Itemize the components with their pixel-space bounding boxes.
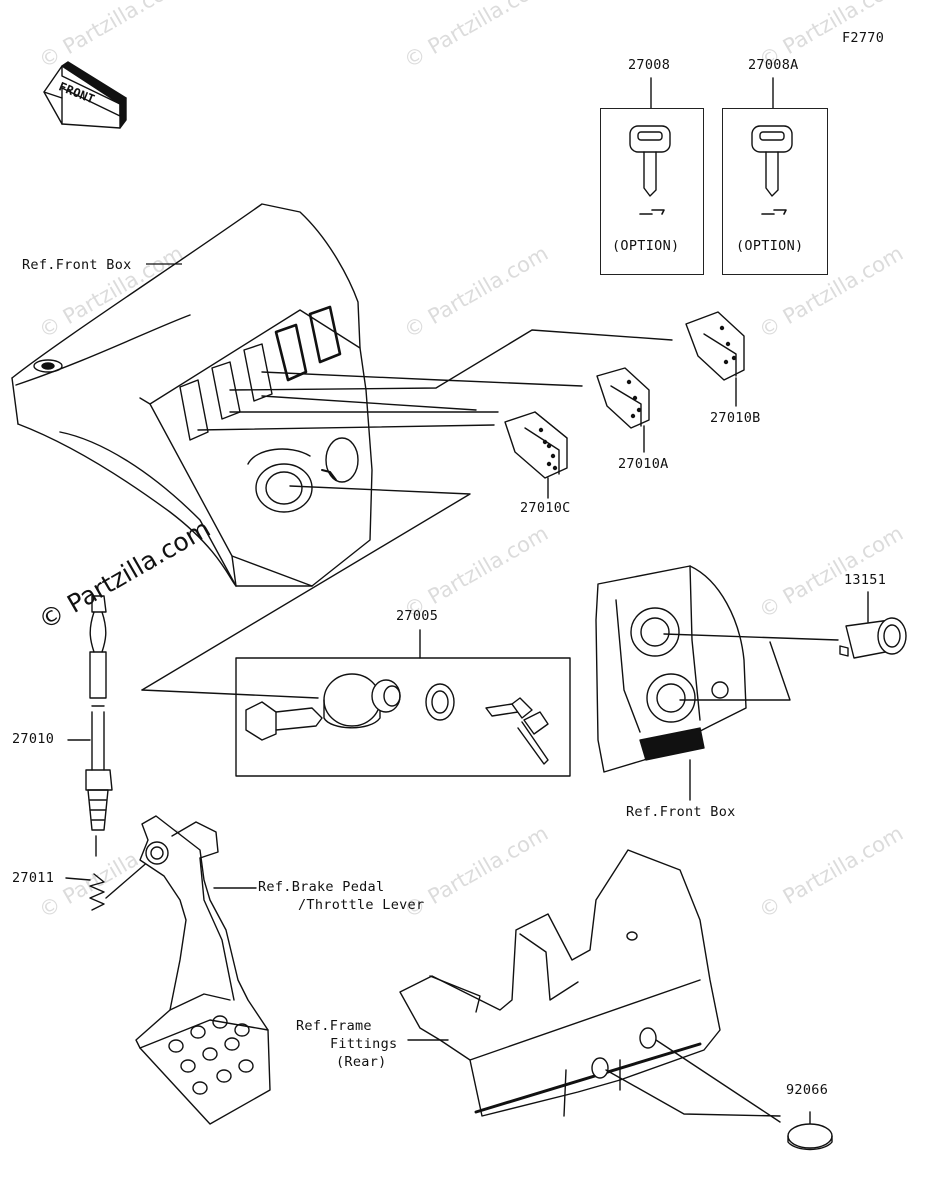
- front-arrow-icon: [43, 61, 127, 129]
- ref-front-box-label-2: Ref.Front Box: [626, 804, 736, 820]
- frame-fittings: [399, 849, 721, 1117]
- option-label: (OPTION): [612, 238, 680, 254]
- rocker-switch-27010a: [596, 367, 650, 429]
- part-27010a-label[interactable]: 27010A: [618, 456, 669, 472]
- ignition-switch-27005: [245, 673, 549, 765]
- part-13151-label[interactable]: 13151: [844, 572, 887, 588]
- part-27010c-label[interactable]: 27010C: [520, 500, 571, 516]
- front-box-dashboard: [11, 203, 373, 587]
- key-27008-icon: [629, 77, 671, 215]
- ref-brake-pedal-label: Ref.Brake Pedal: [258, 879, 385, 895]
- part-27005-label[interactable]: 27005: [396, 608, 439, 624]
- rocker-switch-27010b: [685, 311, 745, 381]
- part-27011-label[interactable]: 27011: [12, 870, 55, 886]
- plug-92066: [787, 1123, 833, 1151]
- brake-pedal: [135, 815, 271, 1125]
- ref-throttle-lever-label: /Throttle Lever: [298, 897, 425, 913]
- option-box-27008a: [722, 108, 828, 275]
- ref-fittings-label: Fittings: [330, 1036, 398, 1052]
- key-27008a-icon: [751, 77, 793, 215]
- option-label: (OPTION): [736, 238, 804, 254]
- ref-rear-label: (Rear): [336, 1054, 387, 1070]
- brake-switch-27010: [85, 595, 113, 831]
- spring-27011: [89, 873, 105, 911]
- part-27008a-label[interactable]: 27008A: [748, 57, 799, 73]
- ref-front-box-label: Ref.Front Box: [22, 257, 132, 273]
- part-27008-label[interactable]: 27008: [628, 57, 671, 73]
- part-92066-label[interactable]: 92066: [786, 1082, 829, 1098]
- ref-frame-label: Ref.Frame: [296, 1018, 372, 1034]
- part-27010b-label[interactable]: 27010B: [710, 410, 761, 426]
- option-box-27008: [600, 108, 704, 275]
- rocker-switch-27010c: [504, 411, 568, 479]
- figure-code: F2770: [842, 30, 885, 46]
- front-box-panel: [595, 565, 747, 773]
- accessory-socket-13151: [839, 591, 907, 659]
- part-27010-label[interactable]: 27010: [12, 731, 55, 747]
